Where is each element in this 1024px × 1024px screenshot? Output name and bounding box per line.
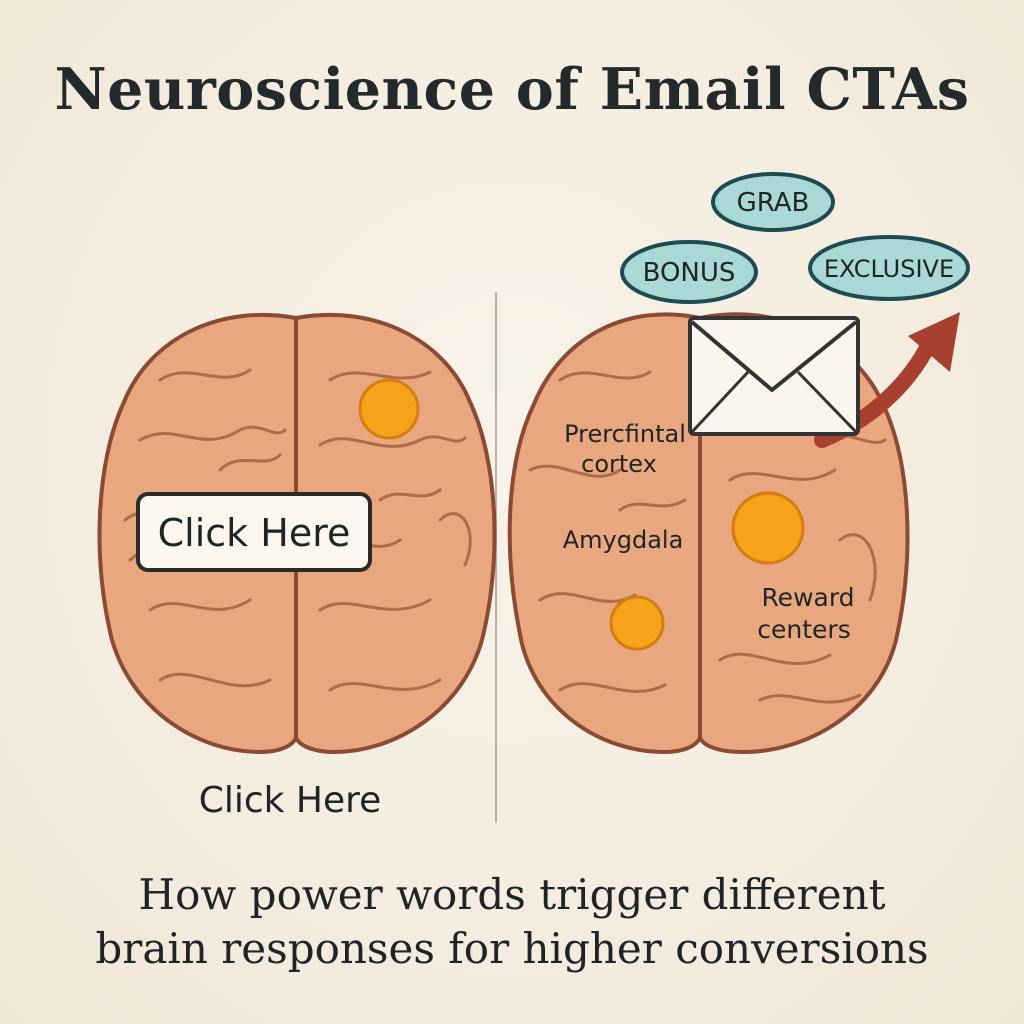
click-here-button[interactable]: Click Here <box>136 492 372 572</box>
page-title: Neuroscience of Email CTAs <box>54 56 970 123</box>
left-caption: Click Here <box>198 780 382 821</box>
power-word-grab: GRAB <box>711 172 835 232</box>
subtitle: How power words trigger different brain … <box>40 868 984 976</box>
reward-label-line2: centers <box>757 615 850 644</box>
power-word-bonus-label: BONUS <box>643 258 736 288</box>
prefrontal-label-line2: cortex <box>581 450 657 478</box>
click-here-button-label: Click Here <box>158 511 351 555</box>
reward-label-line1: Reward <box>761 583 854 612</box>
subtitle-line-1: How power words trigger different <box>138 870 886 919</box>
power-word-grab-label: GRAB <box>737 188 810 218</box>
envelope-icon <box>688 316 860 436</box>
left-hotspot <box>358 378 420 440</box>
amygdala-label: Amygdala <box>563 526 684 554</box>
power-word-exclusive-label: EXCLUSIVE <box>824 255 954 283</box>
prefrontal-label-line1: Prercfintal <box>564 420 686 448</box>
amygdala-hotspot <box>609 595 665 651</box>
reward-hotspot <box>731 491 805 565</box>
power-word-exclusive: EXCLUSIVE <box>808 235 970 301</box>
left-brain: Click Here <box>97 312 497 755</box>
power-word-bonus: BONUS <box>620 240 758 304</box>
left-brain-hemisphere-right <box>294 312 497 755</box>
subtitle-line-2: brain responses for higher conversions <box>95 924 929 973</box>
